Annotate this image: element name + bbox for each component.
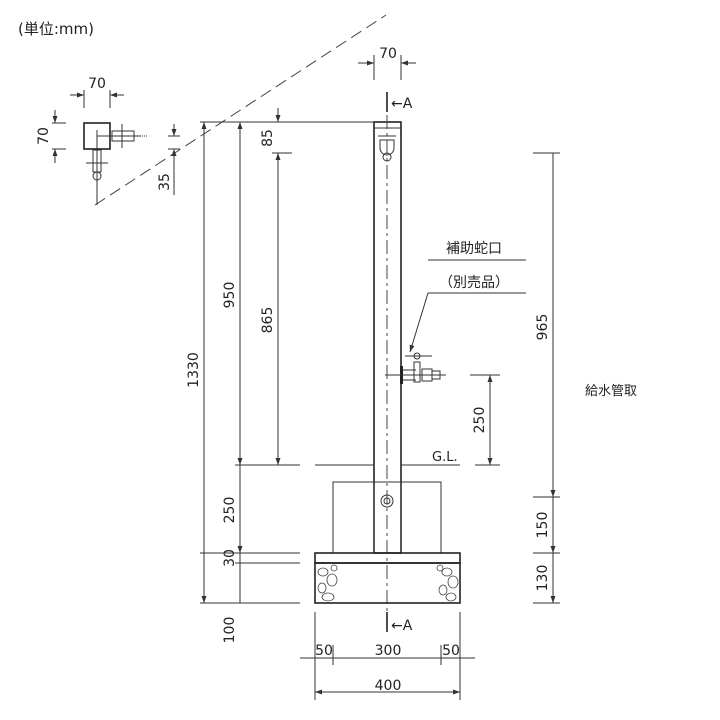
ground-level-label: G.L. bbox=[432, 450, 458, 465]
left-dimensions bbox=[200, 108, 374, 604]
post bbox=[373, 115, 402, 612]
bottom-left-label: 50 bbox=[315, 643, 333, 659]
base-label: 130 bbox=[535, 565, 551, 592]
plan-offset-label: 35 bbox=[157, 173, 173, 191]
plan-depth-label: 70 bbox=[36, 127, 52, 145]
section-marker-bottom: ←A bbox=[391, 618, 413, 634]
base bbox=[314, 552, 461, 604]
bottom-right-label: 50 bbox=[442, 643, 460, 659]
projection-line bbox=[94, 14, 387, 206]
total-height-label: 1330 bbox=[186, 352, 202, 388]
embed-label: 250 bbox=[222, 497, 238, 524]
bottom-mid-label: 300 bbox=[375, 643, 402, 659]
faucet-note-label: （別売品） bbox=[439, 275, 509, 291]
slab-label: 30 bbox=[222, 549, 238, 567]
leader-line bbox=[409, 292, 429, 353]
water-supply-label: 給水管取 bbox=[585, 384, 637, 399]
bottom-dimensions bbox=[300, 612, 475, 700]
supply-height-label: 965 bbox=[535, 314, 551, 341]
faucet-to-gl-label: 865 bbox=[260, 307, 276, 334]
above-ground-label: 950 bbox=[222, 282, 238, 309]
plan-view bbox=[52, 90, 180, 195]
gravel-label: 100 bbox=[222, 617, 238, 644]
section-marker-top: ←A bbox=[391, 96, 413, 112]
top-offset-label: 85 bbox=[260, 129, 276, 147]
post-width-label: 70 bbox=[379, 46, 397, 62]
plan-width-label: 70 bbox=[88, 76, 106, 92]
block-label: 150 bbox=[535, 512, 551, 539]
aux-faucet-height-label: 250 bbox=[472, 407, 488, 434]
units-label: (単位:mm) bbox=[18, 20, 94, 38]
concrete-block bbox=[332, 481, 442, 554]
aux-faucet bbox=[385, 352, 446, 384]
right-dimensions bbox=[533, 152, 560, 604]
faucet-name-label: 補助蛇口 bbox=[446, 241, 502, 257]
bottom-total-label: 400 bbox=[375, 678, 402, 694]
